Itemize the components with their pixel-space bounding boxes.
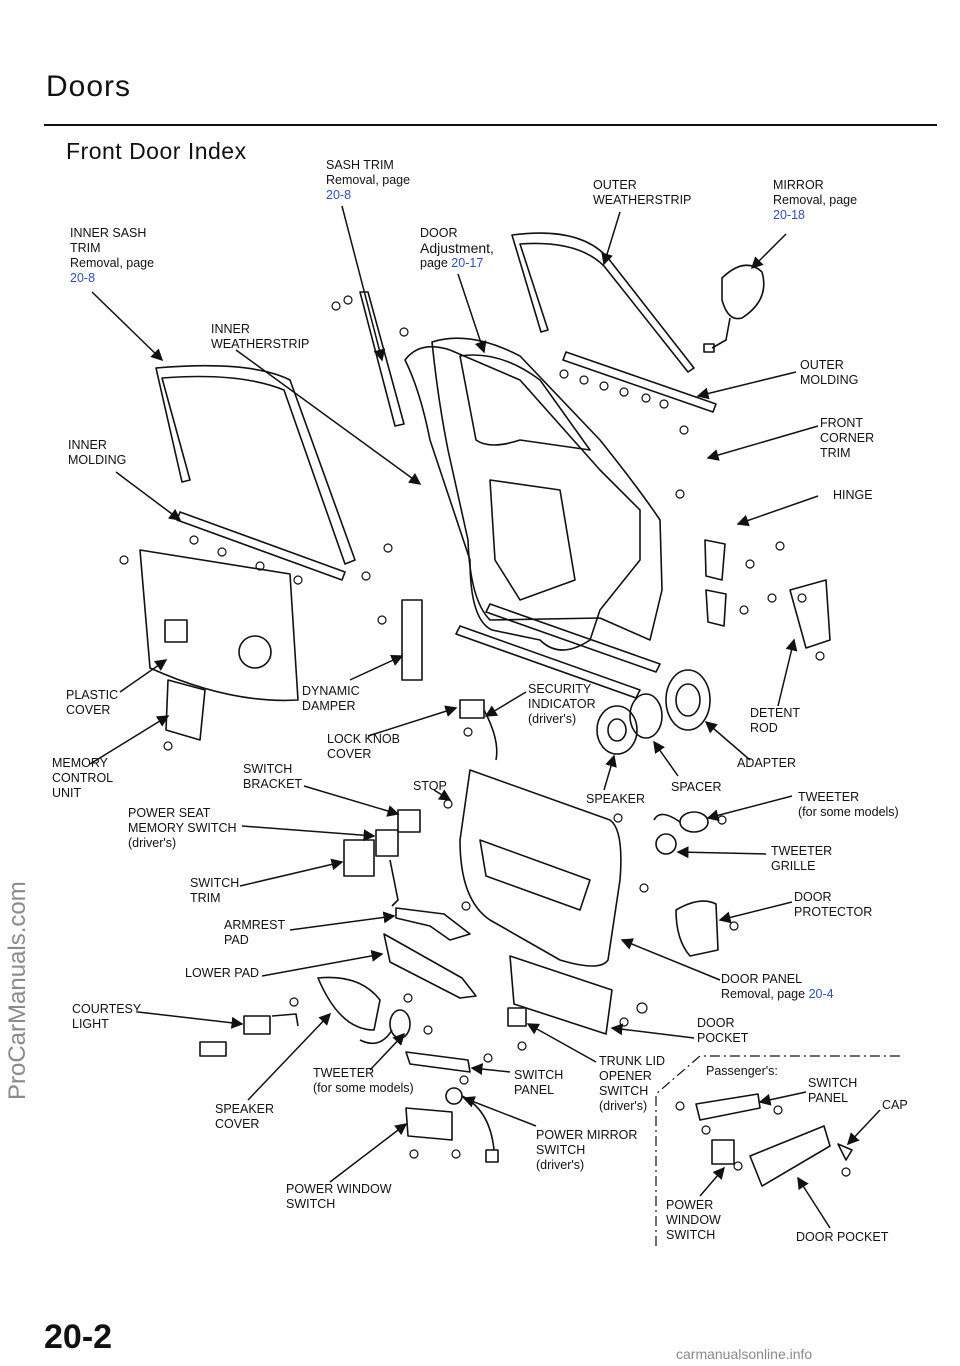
power-seat-memory-switch-part xyxy=(375,829,399,857)
sash-trim-part xyxy=(359,291,405,427)
power-mirror-switch-part xyxy=(445,1087,463,1105)
label-inner-sash-trim: INNER SASH TRIM Removal, page 20-8 xyxy=(70,226,155,285)
inner-sash-trim-part xyxy=(155,364,356,565)
label-switch-bracket: SWITCH BRACKET xyxy=(243,762,303,791)
link-mirror-page[interactable]: 20-18 xyxy=(773,208,805,222)
door-shell-part xyxy=(431,337,663,641)
label-door: DOOR Adjustment, page 20-17 xyxy=(420,226,494,270)
speaker-part xyxy=(596,705,638,755)
label-armrest-pad: ARMREST PAD xyxy=(224,918,286,947)
label-inner-weatherstrip: INNER WEATHERSTRIP xyxy=(211,322,310,351)
security-indicator-part xyxy=(459,699,485,719)
adapter-part xyxy=(665,669,711,731)
title-rule xyxy=(44,124,937,126)
label-front-corner-trim: FRONT CORNER TRIM xyxy=(820,416,875,460)
page-title: Doors xyxy=(46,70,132,103)
label-courtesy-light: COURTESY LIGHT xyxy=(72,1002,142,1031)
outer-molding-part xyxy=(562,351,717,413)
passenger-power-window-switch-part xyxy=(711,1139,735,1165)
label-tweeter-bottom: TWEETER (for some models) xyxy=(313,1066,414,1095)
label-speaker-cover: SPEAKER COVER xyxy=(215,1102,275,1131)
label-dynamic-damper: DYNAMIC DAMPER xyxy=(302,684,360,713)
passenger-switch-panel-part xyxy=(695,1093,761,1121)
watermark-text: ProCarManuals.com xyxy=(4,881,31,1100)
spacer-part xyxy=(629,693,663,739)
label-passenger-switch-panel: SWITCH PANEL xyxy=(808,1076,858,1105)
dynamic-damper-part xyxy=(401,599,423,681)
power-window-switch-part xyxy=(405,1107,453,1141)
section-subtitle: Front Door Index xyxy=(66,138,247,164)
tweeter-grille-part xyxy=(655,833,677,855)
mirror-part xyxy=(721,264,765,320)
label-memory-control-unit: MEMORY CONTROL UNIT xyxy=(52,756,114,800)
lower-pad-part xyxy=(383,933,477,999)
label-lock-knob-cover: LOCK KNOB COVER xyxy=(327,732,400,761)
label-security-indicator: SECURITY INDICATOR (driver's) xyxy=(528,682,596,726)
detent-rod-part xyxy=(789,579,831,649)
outer-weatherstrip-part xyxy=(511,232,695,373)
label-passenger-door-pocket: DOOR POCKET xyxy=(796,1230,889,1244)
hinge-part xyxy=(704,539,726,581)
label-power-seat-memory-switch: POWER SEAT MEMORY SWITCH (driver's) xyxy=(128,806,237,850)
label-passenger-cap: CAP xyxy=(882,1098,908,1112)
label-passengers: Passenger's: xyxy=(706,1064,778,1078)
trunk-lid-opener-switch-part xyxy=(507,1007,527,1027)
speaker-cover-part xyxy=(317,976,381,1031)
courtesy-light-part xyxy=(243,1015,271,1035)
label-outer-molding: OUTER MOLDING xyxy=(800,358,859,387)
plastic-cover-part xyxy=(139,549,299,702)
label-lower-pad: LOWER PAD xyxy=(185,966,260,980)
footer-watermark: carmanualsonline.info xyxy=(676,1346,813,1362)
link-door-page[interactable]: 20-17 xyxy=(451,256,484,270)
label-power-window-switch: POWER WINDOW SWITCH xyxy=(286,1182,392,1211)
switch-panel-part xyxy=(405,1051,471,1073)
page-number: 20-2 xyxy=(44,1318,113,1356)
tweeter-part xyxy=(679,811,709,833)
passenger-door-pocket-part xyxy=(749,1125,831,1187)
label-tweeter-top: TWEETER (for some models) xyxy=(798,790,899,819)
label-adapter: ADAPTER xyxy=(737,756,797,770)
door-panel-part xyxy=(459,769,622,967)
armrest-pad-part xyxy=(395,907,471,941)
label-hinge: HINGE xyxy=(833,488,873,502)
label-switch-trim: SWITCH TRIM xyxy=(190,876,240,905)
label-trunk-lid-opener-switch: TRUNK LID OPENER SWITCH (driver's) xyxy=(599,1054,665,1113)
link-inner-sash-trim-page[interactable]: 20-8 xyxy=(70,271,96,285)
door-pocket-part xyxy=(509,955,613,1035)
cap-part xyxy=(837,1143,853,1161)
label-plastic-cover: PLASTIC COVER xyxy=(66,688,119,717)
switch-bracket-part xyxy=(397,809,421,833)
label-door-panel: DOOR PANEL Removal, page 20-4 xyxy=(721,972,834,1001)
switch-trim-part xyxy=(343,839,375,877)
label-power-mirror-switch: POWER MIRROR SWITCH (driver's) xyxy=(536,1128,638,1172)
memory-control-unit-part xyxy=(165,679,206,741)
label-tweeter-grille: TWEETER GRILLE xyxy=(771,844,833,873)
door-protector-part xyxy=(675,900,719,957)
link-door-panel-page[interactable]: 20-4 xyxy=(808,987,834,1001)
label-detent-rod: DETENT ROD xyxy=(750,706,800,735)
inner-weatherstrip-part xyxy=(404,345,641,651)
label-passenger-power-window-switch: POWER WINDOW SWITCH xyxy=(666,1198,721,1242)
label-outer-weatherstrip: OUTER WEATHERSTRIP xyxy=(593,178,692,207)
label-switch-panel: SWITCH PANEL xyxy=(514,1068,564,1097)
label-speaker: SPEAKER xyxy=(586,792,646,806)
label-sash-trim: SASH TRIM Removal, page 20-8 xyxy=(326,158,411,202)
label-mirror: MIRROR Removal, page 20-18 xyxy=(773,178,858,222)
label-stop: STOP xyxy=(413,779,447,793)
label-door-protector: DOOR PROTECTOR xyxy=(794,890,873,919)
label-inner-molding: INNER MOLDING xyxy=(68,438,127,467)
label-spacer: SPACER xyxy=(671,780,722,794)
label-door-pocket: DOOR POCKET xyxy=(697,1016,749,1045)
link-sash-trim-page[interactable]: 20-8 xyxy=(326,188,352,202)
